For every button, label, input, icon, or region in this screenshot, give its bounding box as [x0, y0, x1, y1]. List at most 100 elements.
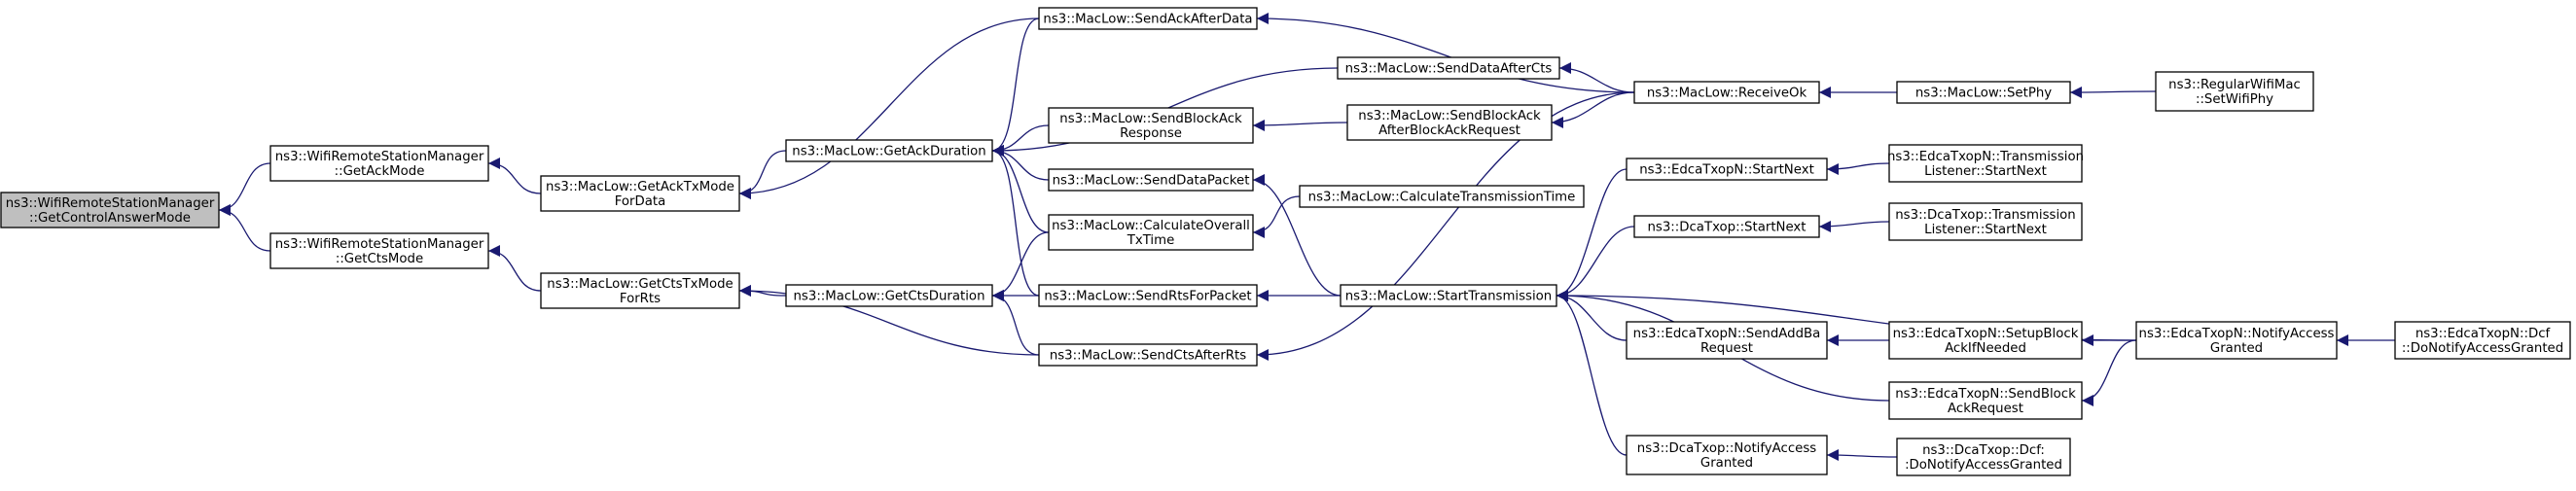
edge-dcaStartNext-to-startTransmission	[1556, 226, 1635, 301]
node-calcTxTime[interactable]: ns3::MacLow::CalculateTransmissionTime	[1299, 185, 1585, 208]
edge-sendCtsAfterRts-to-getCtsDuration	[991, 290, 1040, 356]
node-sendDataPacket[interactable]: ns3::MacLow::SendDataPacket	[1048, 168, 1254, 192]
edge-sendAckAfterData-to-getAckTxModeForData	[738, 18, 1040, 199]
node-box	[785, 139, 993, 162]
node-sendBlockAckAfterReq[interactable]: ns3::MacLow::SendBlockAckAfterBlockAckRe…	[1346, 104, 1553, 141]
node-box	[0, 192, 220, 228]
node-box	[1888, 144, 2083, 183]
edge-calcTxTime-to-calcOverallTxTime	[1252, 195, 1301, 238]
node-box	[540, 175, 740, 212]
node-setPhy[interactable]: ns3::MacLow::SetPhy	[1896, 81, 2071, 104]
node-sendRtsForPacket[interactable]: ns3::MacLow::SendRtsForPacket	[1038, 284, 1258, 307]
node-label: ns3::EdcaTxopN::Transmission	[1887, 150, 2084, 164]
node-box	[1888, 202, 2083, 241]
node-label: ns3::MacLow::GetCtsDuration	[794, 290, 985, 304]
node-label: AckIfNeeded	[1945, 341, 2026, 356]
node-label: ns3::EdcaTxopN::StartNext	[1639, 163, 1814, 178]
node-box	[1626, 158, 1828, 181]
node-regularSetWifiPhy[interactable]: ns3::RegularWifiMac::SetWifiPhy	[2155, 71, 2314, 112]
node-label: ns3::MacLow::GetAckDuration	[792, 145, 985, 159]
node-box	[540, 272, 740, 309]
node-root: ns3::WifiRemoteStationManager::GetContro…	[0, 192, 220, 228]
node-box	[1896, 438, 2071, 476]
node-box	[1633, 215, 1820, 238]
node-box	[1038, 7, 1258, 30]
node-receiveOk[interactable]: ns3::MacLow::ReceiveOk	[1633, 81, 1820, 104]
node-label: AckRequest	[1948, 402, 2023, 416]
node-box	[269, 232, 489, 269]
node-dcaListenerStartNext[interactable]: ns3::DcaTxop::TransmissionListener::Star…	[1888, 202, 2083, 241]
node-label: ns3::EdcaTxopN::SetupBlock	[1893, 327, 2079, 341]
node-label: ns3::DcaTxop::NotifyAccess	[1637, 441, 1816, 456]
node-label: ForData	[615, 194, 666, 209]
node-label: ns3::MacLow::SendRtsForPacket	[1044, 290, 1251, 304]
node-label: ns3::MacLow::SendBlockAck	[1358, 109, 1541, 123]
nodes-layer: ns3::WifiRemoteStationManager::GetContro…	[0, 7, 2571, 476]
node-edcaListenerStartNext[interactable]: ns3::EdcaTxopN::TransmissionListener::St…	[1887, 144, 2084, 183]
node-label: ::GetCtsMode	[336, 252, 423, 266]
node-label: ::GetAckMode	[335, 164, 425, 179]
node-edcaStartNext[interactable]: ns3::EdcaTxopN::StartNext	[1626, 158, 1828, 181]
node-edcaDcfDoNotify[interactable]: ns3::EdcaTxopN::Dcf::DoNotifyAccessGrant…	[2394, 321, 2571, 360]
node-box	[2155, 71, 2314, 112]
node-box	[1299, 185, 1585, 208]
edge-calcOverallTxTime-to-getAckDuration	[991, 145, 1050, 233]
node-label: :DoNotifyAccessGranted	[1905, 458, 2062, 473]
node-label: ns3::MacLow::GetAckTxMode	[546, 180, 734, 194]
node-label: ForRts	[620, 292, 661, 306]
node-box	[1048, 168, 1254, 192]
node-box	[1048, 107, 1254, 144]
node-getCtsMode[interactable]: ns3::WifiRemoteStationManager::GetCtsMod…	[269, 232, 489, 269]
edge-regularSetWifiPhy-to-setPhy	[2069, 86, 2157, 98]
node-sendAckAfterData[interactable]: ns3::MacLow::SendAckAfterData	[1038, 7, 1258, 30]
edge-receiveOk-to-sendBlockAckAfterReq	[1551, 91, 1635, 128]
node-label: ns3::EdcaTxopN::SendAddBa	[1633, 327, 1821, 341]
edge-getAckDuration-to-getAckTxModeForData	[738, 150, 787, 199]
node-label: ns3::MacLow::CalculateOverall	[1052, 219, 1250, 233]
node-label: ns3::RegularWifiMac	[2168, 78, 2301, 92]
node-label: ns3::MacLow::ReceiveOk	[1647, 87, 1807, 101]
edge-dcaListenerStartNext-to-dcaStartNext	[1818, 220, 1890, 232]
edge-startTransmission-to-sendDataPacket	[1252, 174, 1342, 297]
node-box	[1896, 81, 2071, 104]
edge-dcaNotifyAccess-to-startTransmission	[1556, 290, 1628, 456]
edge-sendRtsForPacket-to-getAckDuration	[991, 145, 1040, 297]
edge-edcaListenerStartNext-to-edcaStartNext	[1826, 162, 1890, 175]
node-getAckDuration[interactable]: ns3::MacLow::GetAckDuration	[785, 139, 993, 162]
node-sendCtsAfterRts[interactable]: ns3::MacLow::SendCtsAfterRts	[1038, 343, 1258, 367]
edge-sendBlockAckResponse-to-getAckDuration	[991, 124, 1050, 157]
node-label: ns3::EdcaTxopN::NotifyAccess	[2139, 327, 2335, 341]
node-label: Granted	[1700, 456, 1753, 471]
node-label: ::DoNotifyAccessGranted	[2402, 341, 2563, 356]
node-label: ns3::WifiRemoteStationManager	[6, 196, 215, 211]
node-label: Request	[1700, 341, 1753, 356]
node-box	[1626, 321, 1828, 360]
node-box	[1346, 104, 1553, 141]
node-box	[1888, 381, 2083, 420]
node-box	[1038, 284, 1258, 307]
node-label: ns3::MacLow::SendBlockAck	[1059, 112, 1242, 126]
node-box	[2394, 321, 2571, 360]
node-getCtsDuration[interactable]: ns3::MacLow::GetCtsDuration	[785, 284, 993, 307]
node-dcaStartNext[interactable]: ns3::DcaTxop::StartNext	[1633, 215, 1820, 238]
node-dcaNotifyAccess[interactable]: ns3::DcaTxop::NotifyAccessGranted	[1626, 435, 1828, 475]
node-sendDataAfterCts[interactable]: ns3::MacLow::SendDataAfterCts	[1337, 56, 1560, 80]
node-label: ns3::EdcaTxopN::Dcf	[2415, 327, 2551, 341]
node-dcaDcfDoNotify[interactable]: ns3::DcaTxop::Dcf::DoNotifyAccessGranted	[1896, 438, 2071, 476]
edge-getCtsMode-to-root	[218, 204, 271, 252]
node-startTransmission[interactable]: ns3::MacLow::StartTransmission	[1340, 284, 1557, 307]
edge-getCtsTxModeForRts-to-getCtsMode	[487, 245, 542, 292]
edge-getAckTxModeForData-to-getAckMode	[487, 158, 542, 194]
node-edcaNotifyAccess[interactable]: ns3::EdcaTxopN::NotifyAccessGranted	[2135, 321, 2338, 360]
node-getAckMode[interactable]: ns3::WifiRemoteStationManager::GetAckMod…	[269, 145, 489, 182]
node-label: ns3::MacLow::SendAckAfterData	[1043, 13, 1252, 27]
node-label: Response	[1120, 126, 1182, 141]
